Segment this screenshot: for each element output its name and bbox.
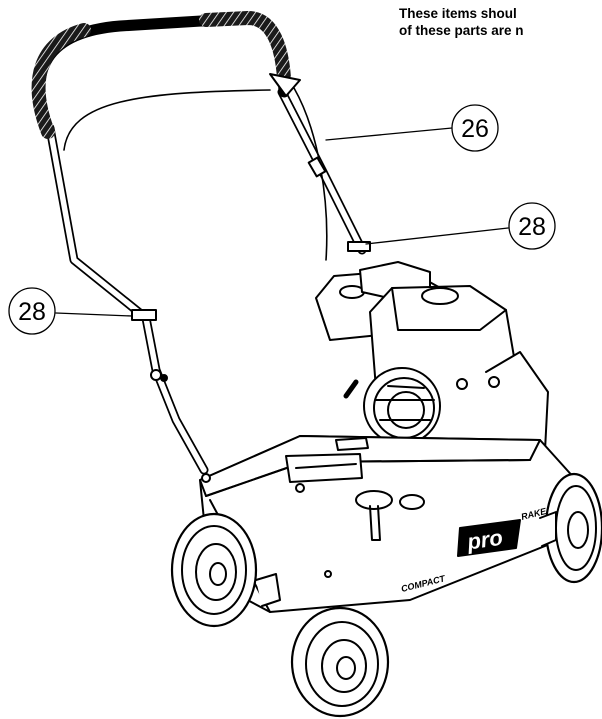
engine: [315, 261, 549, 471]
callout-28-upper: [365, 202, 556, 250]
brand-logo: [457, 519, 521, 557]
callout-number-28-upper: 28: [518, 213, 546, 241]
deck: [199, 435, 577, 613]
deck-brand-logo-text: pro: [465, 525, 505, 555]
front-right-wheel: [290, 606, 390, 718]
callout-28-left: [8, 287, 133, 335]
header-note-line-1: These items shoul: [399, 6, 517, 21]
left-grip: [31, 23, 91, 139]
callout-number-26: 26: [461, 115, 489, 143]
handle-frame: [34, 12, 367, 475]
callout-26: [325, 104, 499, 152]
right-grip: [199, 11, 291, 85]
callout-number-28-left: 28: [18, 298, 46, 326]
handle-clamps: [131, 156, 371, 382]
rear-right-wheel: [539, 472, 602, 584]
front-left-wheel: [170, 512, 281, 628]
header-note-line-2: of these parts are n: [399, 23, 524, 38]
